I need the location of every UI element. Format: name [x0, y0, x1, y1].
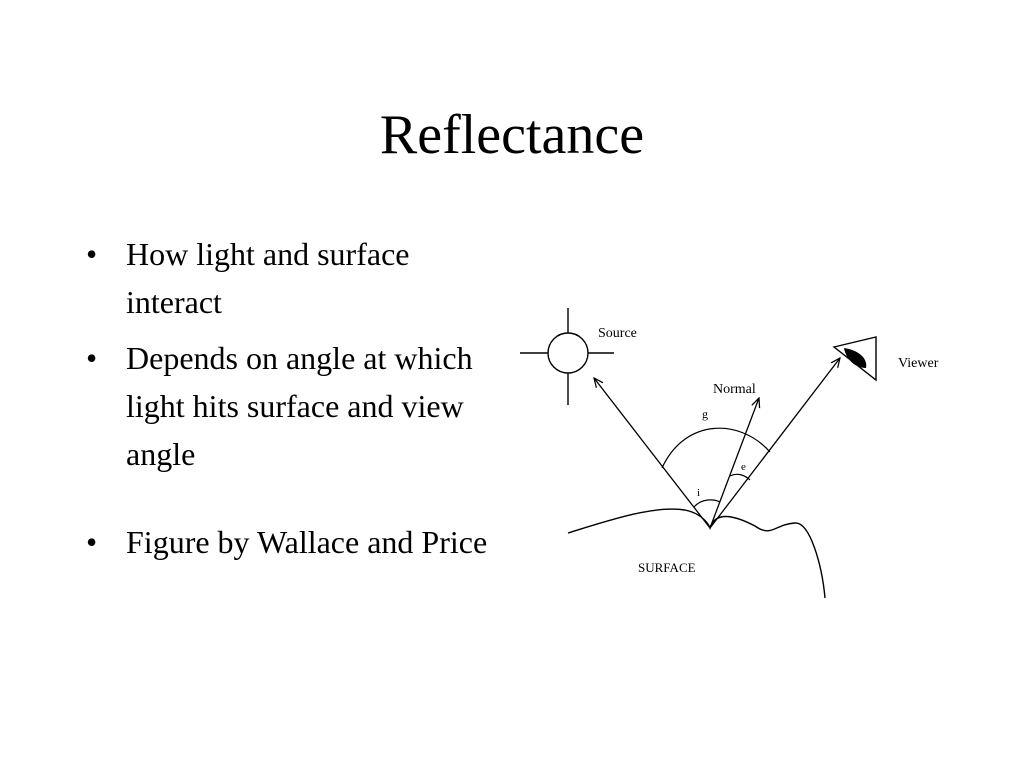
bullet-item: • Figure by Wallace and Price [86, 518, 506, 566]
angle-g-label: g [702, 407, 708, 421]
angle-i-arc [693, 499, 721, 508]
bullet-icon: • [86, 524, 98, 560]
reflectance-diagram: Source Viewer SURFACE Normal g i e [520, 308, 939, 599]
normal-ray [709, 398, 759, 529]
bullet-text: How light and surface interact [126, 236, 410, 320]
bullet-icon: • [86, 236, 98, 272]
angle-e-arc [729, 473, 751, 481]
bullet-icon: • [86, 340, 98, 376]
surface-curve [567, 508, 826, 599]
viewer-label: Viewer [898, 356, 939, 371]
bullet-item: • Depends on angle at which light hits s… [86, 334, 506, 478]
bullet-list: • How light and surface interact • Depen… [86, 230, 506, 574]
sun-icon [520, 308, 614, 405]
surface-label: SURFACE [638, 560, 696, 575]
bullet-item: • How light and surface interact [86, 230, 506, 326]
angle-g-arc [661, 427, 771, 469]
slide-title: Reflectance [379, 104, 645, 166]
bullet-text: Depends on angle at which light hits sur… [126, 340, 473, 472]
incident-ray [594, 378, 711, 529]
source-label: Source [598, 326, 637, 341]
bullet-text: Figure by Wallace and Price [126, 524, 488, 560]
eye-icon [832, 336, 877, 382]
normal-label: Normal [713, 382, 756, 397]
angle-i-label: i [697, 487, 700, 499]
angle-e-label: e [741, 461, 746, 473]
reflected-ray [709, 358, 840, 529]
